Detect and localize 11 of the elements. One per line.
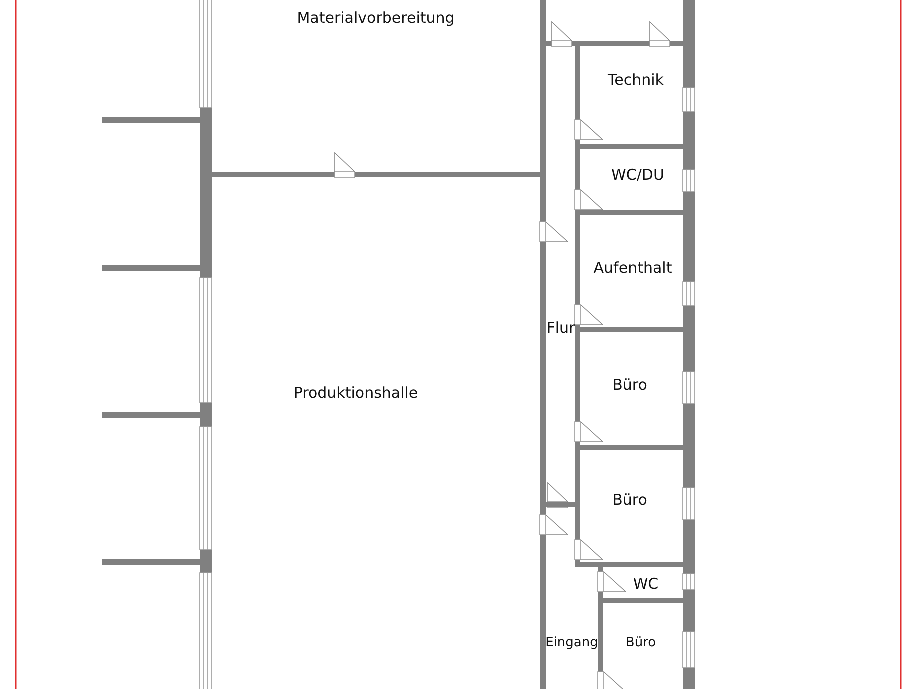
room-label: Materialvorbereitung (297, 9, 455, 27)
room-label: Büro (626, 636, 656, 650)
room-label: Büro (612, 491, 648, 509)
room-label: Technik (608, 71, 664, 89)
room-label: Aufenthalt (594, 259, 672, 277)
room-label: Flur (546, 319, 576, 337)
room-label: WC/DU (612, 166, 664, 184)
room-label: Eingang (546, 636, 598, 650)
room-label: Produktionshalle (294, 384, 418, 402)
room-label: Büro (612, 376, 648, 394)
room-label: WC (633, 575, 659, 593)
